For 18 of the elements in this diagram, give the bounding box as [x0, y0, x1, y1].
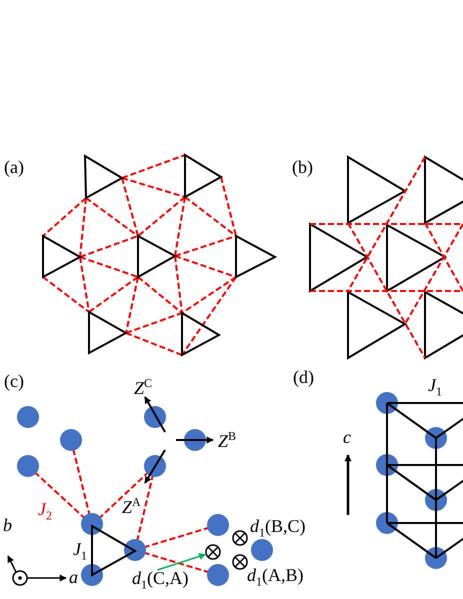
- text-label: b: [3, 516, 12, 534]
- text-label: Z$^{B}$: [218, 430, 236, 450]
- text-label: (a): [4, 158, 24, 176]
- text-label: J$_{1}$: [428, 376, 442, 398]
- into-page-symbol: [205, 544, 221, 560]
- text-label: J$_{1}$: [73, 540, 87, 562]
- text-label: c: [343, 428, 351, 446]
- text-label: (d): [293, 368, 314, 386]
- text-label: d$_{1}$(C,A): [132, 569, 188, 591]
- text-label: a: [69, 568, 78, 586]
- text-label: d$_{1}$(B,C): [250, 517, 306, 539]
- text-label: d$_{1}$(A,B): [247, 566, 304, 588]
- text-label: Z$^{A}$: [122, 496, 141, 516]
- leader-line: [157, 553, 206, 571]
- text-label: (c): [4, 372, 24, 390]
- text-label: (b): [292, 158, 313, 176]
- text-label: J$_{2}$: [38, 500, 52, 522]
- text-label: Z$^{C}$: [134, 377, 152, 397]
